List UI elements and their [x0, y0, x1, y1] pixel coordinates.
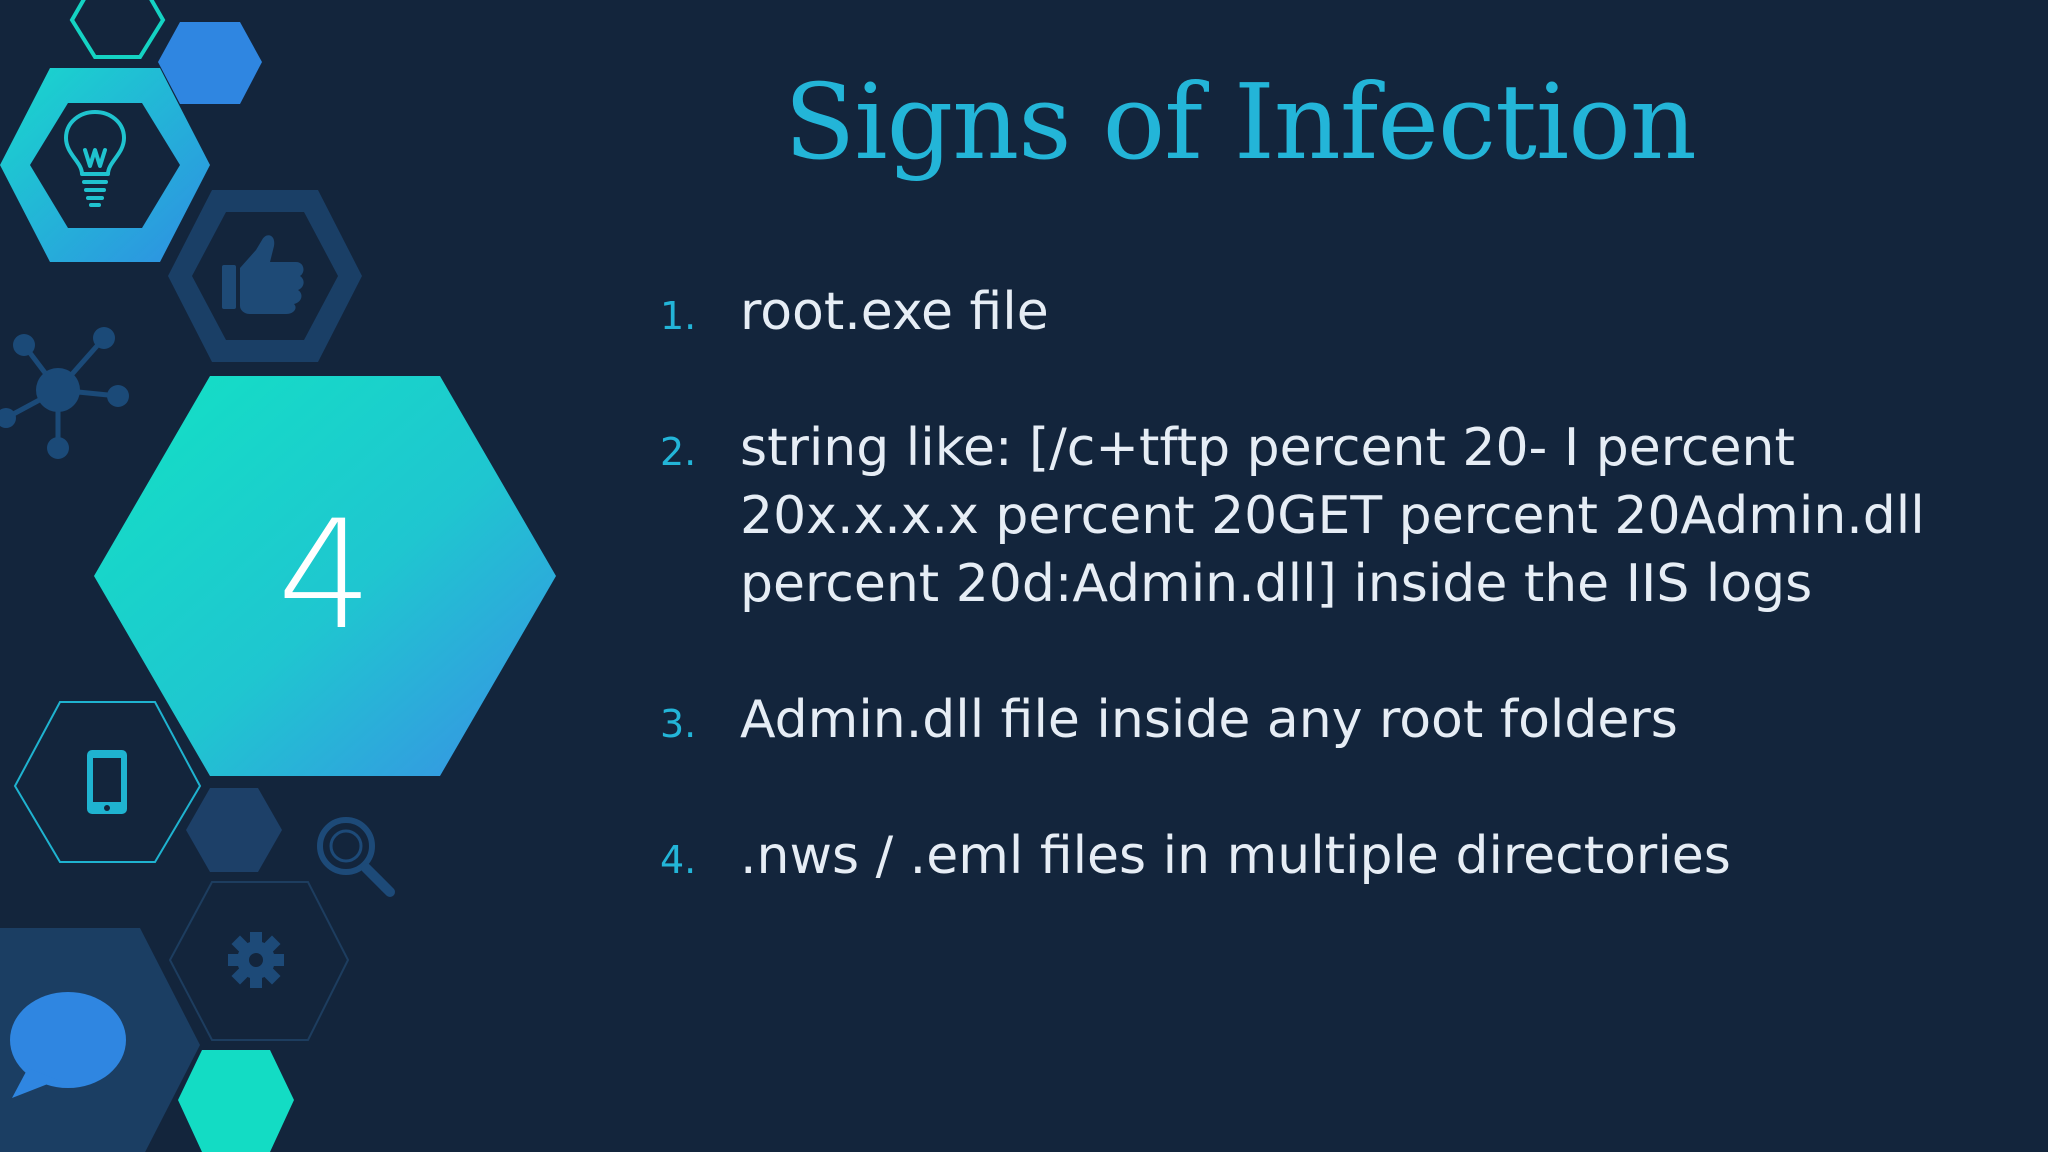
- bullet-list: 1. root.exe file 2. string like: [/c+tft…: [660, 278, 2000, 958]
- item-text: Admin.dll file inside any root folders: [740, 690, 1678, 750]
- slide-number: 4: [277, 489, 373, 663]
- smartphone-icon: [87, 750, 127, 814]
- hexagon-number-background: [94, 376, 556, 776]
- network-icon: [0, 327, 129, 459]
- item-number: 4.: [660, 838, 697, 882]
- list-item: 1. root.exe file: [660, 278, 2000, 346]
- speech-bubble-icon: [10, 992, 126, 1098]
- slide-title: Signs of Infection: [784, 61, 1697, 183]
- item-number: 1.: [660, 294, 697, 338]
- item-text: .nws / .eml files in multiple directorie…: [740, 826, 1731, 886]
- item-number: 2.: [660, 430, 697, 474]
- list-item: 3. Admin.dll file inside any root folder…: [660, 686, 2000, 754]
- thumbs-up-icon: [222, 235, 304, 314]
- hexagon-gear-outline: [168, 881, 350, 1041]
- hexagon-phone-outline: [13, 701, 202, 863]
- list-item: 4. .nws / .eml files in multiple directo…: [660, 822, 2000, 890]
- gear-icon: [228, 932, 284, 988]
- hexagon-decoration: [0, 0, 556, 1152]
- hexagon-dark-small: [186, 788, 282, 872]
- item-text: string like: [/c+tftp percent 20- I perc…: [740, 418, 1925, 614]
- magnifier-icon: [317, 817, 395, 897]
- hexagon-bottom-teal: [178, 1050, 294, 1152]
- item-text: root.exe file: [740, 282, 1049, 342]
- lightbulb-icon: [64, 110, 126, 207]
- hexagon-outline-small: [69, 0, 166, 59]
- item-number: 3.: [660, 702, 697, 746]
- hexagon-blue-small: [158, 22, 262, 104]
- list-item: 2. string like: [/c+tftp percent 20- I p…: [660, 414, 2000, 618]
